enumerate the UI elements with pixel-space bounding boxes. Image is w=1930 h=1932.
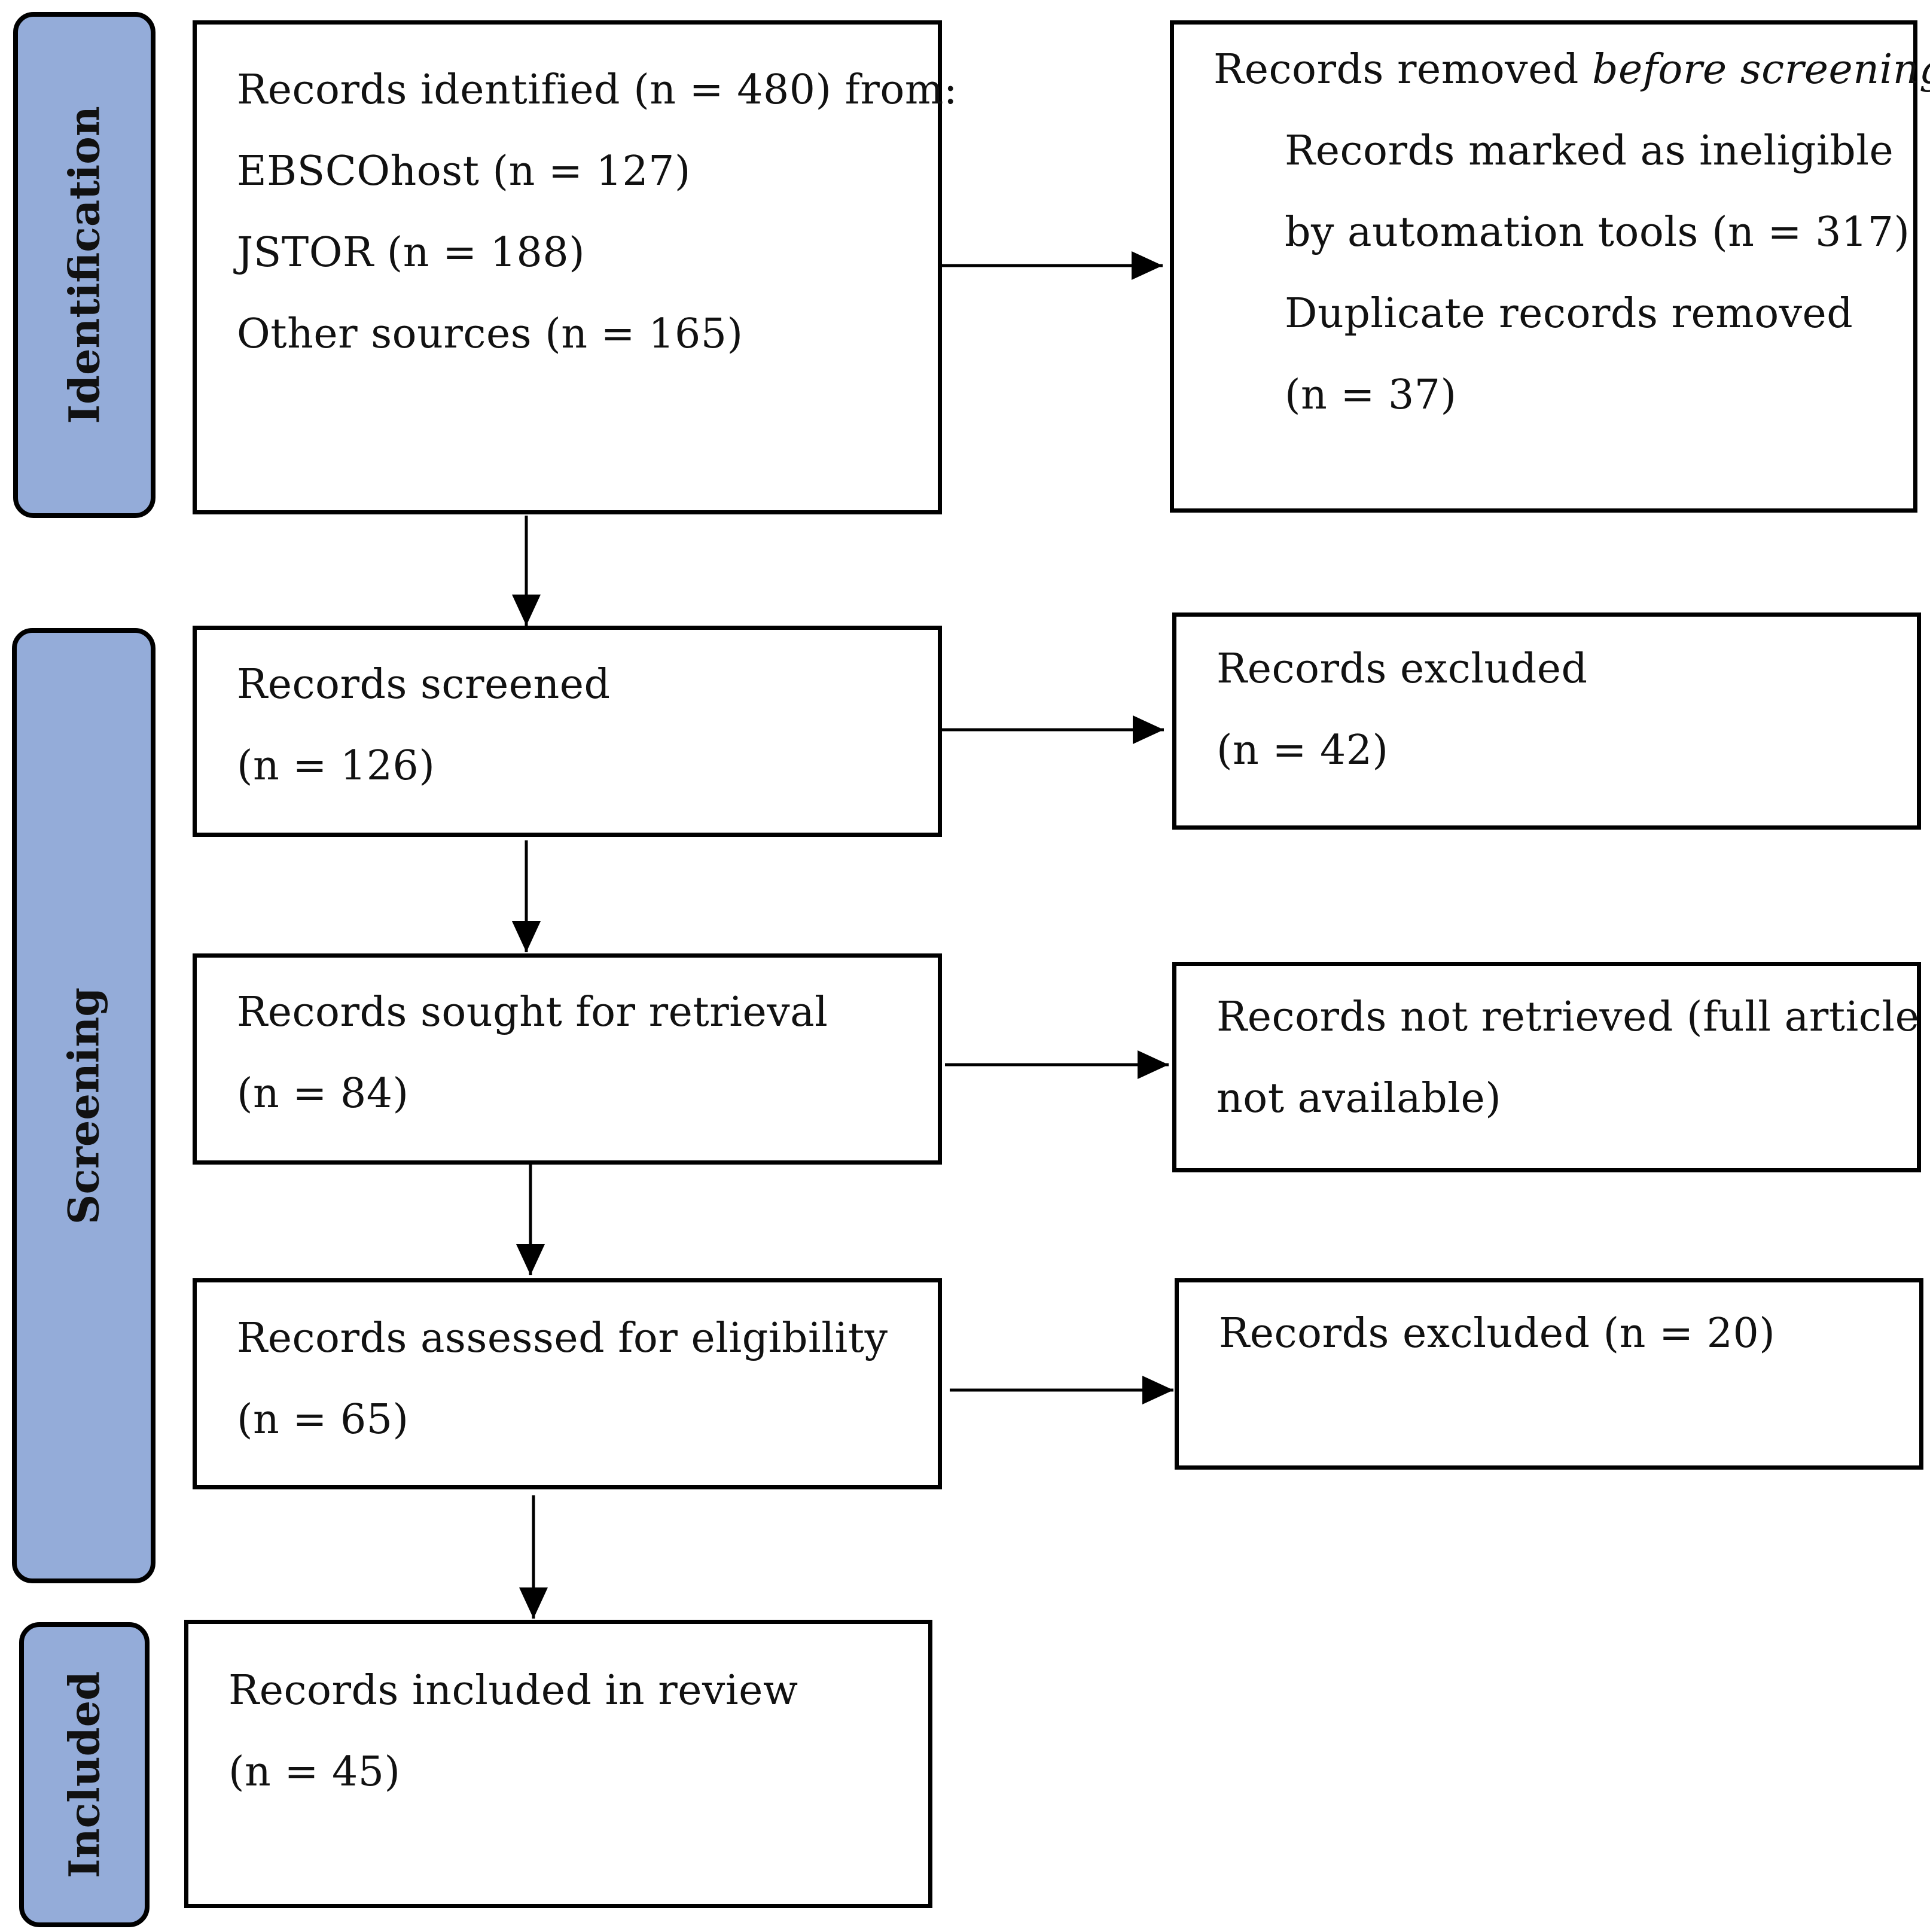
records-screened-count: (n = 126) (237, 742, 435, 790)
records-included-box: Records included in review (n = 45) (184, 1620, 932, 1908)
records-removed-box: Records removed before screening: Record… (1170, 20, 1930, 513)
records-removed-heading: Records removed before screening: (1214, 29, 1930, 111)
records-sought-label: Records sought for retrieval (237, 989, 828, 1036)
records-assessed-count: (n = 65) (237, 1396, 409, 1443)
records-not-retrieved-reason: not available) (1216, 1075, 1502, 1122)
source-jstor: JSTOR (n = 188) (237, 229, 586, 276)
phase-included: Included (19, 1622, 150, 1927)
source-ebscohost: EBSCOhost (n = 127) (237, 148, 691, 195)
records-included-count: (n = 45) (228, 1748, 401, 1796)
records-excluded-eligibility-label: Records excluded (n = 20) (1219, 1310, 1776, 1357)
records-sought-box: Records sought for retrieval (n = 84) (193, 953, 942, 1165)
records-identified-box: Records identified (n = 480) from: EBSCO… (193, 20, 958, 514)
records-sought-count: (n = 84) (237, 1070, 409, 1117)
duplicates-removed-count: (n = 37) (1285, 371, 1457, 419)
records-assessed-label: Records assessed for eligibility (237, 1315, 888, 1362)
records-excluded-eligibility-box: Records excluded (n = 20) (1175, 1278, 1923, 1470)
records-not-retrieved-box: Records not retrieved (full article not … (1172, 962, 1921, 1172)
before-screening-emphasis: before screening (1591, 46, 1930, 93)
phase-screening: Screening (12, 628, 156, 1583)
source-other: Other sources (n = 165) (237, 310, 743, 358)
phase-identification: Identification (13, 12, 156, 518)
records-screened-box: Records screened (n = 126) (193, 626, 942, 837)
records-included-label: Records included in review (228, 1667, 798, 1714)
records-excluded-screening-box: Records excluded (n = 42) (1172, 612, 1921, 830)
records-not-retrieved-label: Records not retrieved (full article (1216, 994, 1920, 1041)
records-screened-label: Records screened (237, 661, 611, 708)
records-excluded-count: (n = 42) (1216, 727, 1389, 774)
records-excluded-label: Records excluded (1216, 645, 1588, 693)
records-assessed-box: Records assessed for eligibility (n = 65… (193, 1278, 942, 1489)
ineligible-records-text: Records marked as ineligible (1285, 127, 1894, 175)
duplicates-removed-text: Duplicate records removed (1285, 290, 1853, 337)
automation-tools-count: by automation tools (n = 317) (1285, 209, 1910, 256)
records-identified-text: Records identified (n = 480) from: (237, 66, 958, 114)
